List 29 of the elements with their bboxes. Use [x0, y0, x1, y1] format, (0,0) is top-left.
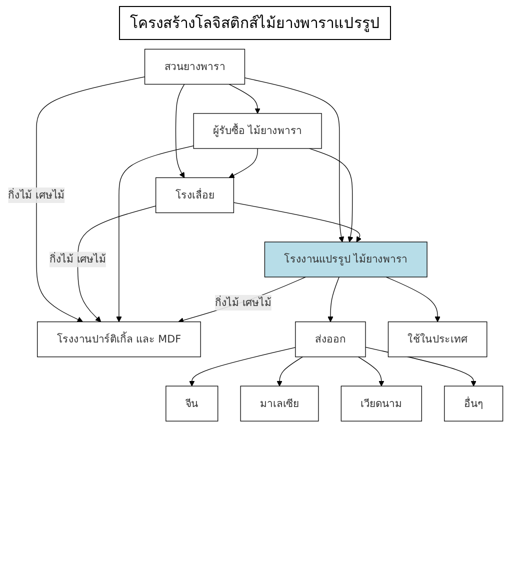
edge-label: กิ่งไม้ เศษไม้ [214, 296, 271, 309]
edge-label: กิ่งไม้ เศษไม้ [48, 253, 106, 266]
arrow [327, 276, 339, 322]
node-box: มาเลเซีย [240, 386, 318, 422]
arrow [76, 206, 156, 322]
title: โครงสร้างโลจิสติกส์ไม้ยางพาราแปรรูป [119, 6, 391, 40]
arrow [385, 276, 440, 322]
arrow [36, 76, 145, 322]
arrow [188, 347, 296, 386]
node-box: เวียดนาม [340, 386, 422, 422]
arrow [178, 276, 306, 324]
arrow [232, 202, 362, 242]
arrow [174, 84, 184, 178]
node-box: อื่นๆ [444, 386, 503, 422]
node-box: สวนยางพารา [144, 48, 245, 85]
node-box: ใช้ในประเทศ [387, 321, 487, 358]
node-box: ผู้รับซื้อ ไม้ยางพารา [192, 113, 322, 149]
node-box: ส่งออก [294, 321, 366, 358]
node-box: โรงงานแปรรูป ไม้ยางพารา [264, 242, 427, 278]
node-box: โรงเลื่อย [155, 177, 234, 214]
arrow [116, 145, 194, 322]
arrow [228, 148, 258, 178]
arrow [244, 78, 344, 242]
node-box: จีน [165, 386, 218, 422]
arrow [276, 356, 302, 386]
node-box: โรงงานปาร์ติเกิ้ล และ MDF [36, 321, 200, 358]
edge-label: กิ่งไม้ เศษไม้ [8, 188, 64, 202]
arrow [228, 84, 260, 114]
arrow [357, 356, 384, 386]
